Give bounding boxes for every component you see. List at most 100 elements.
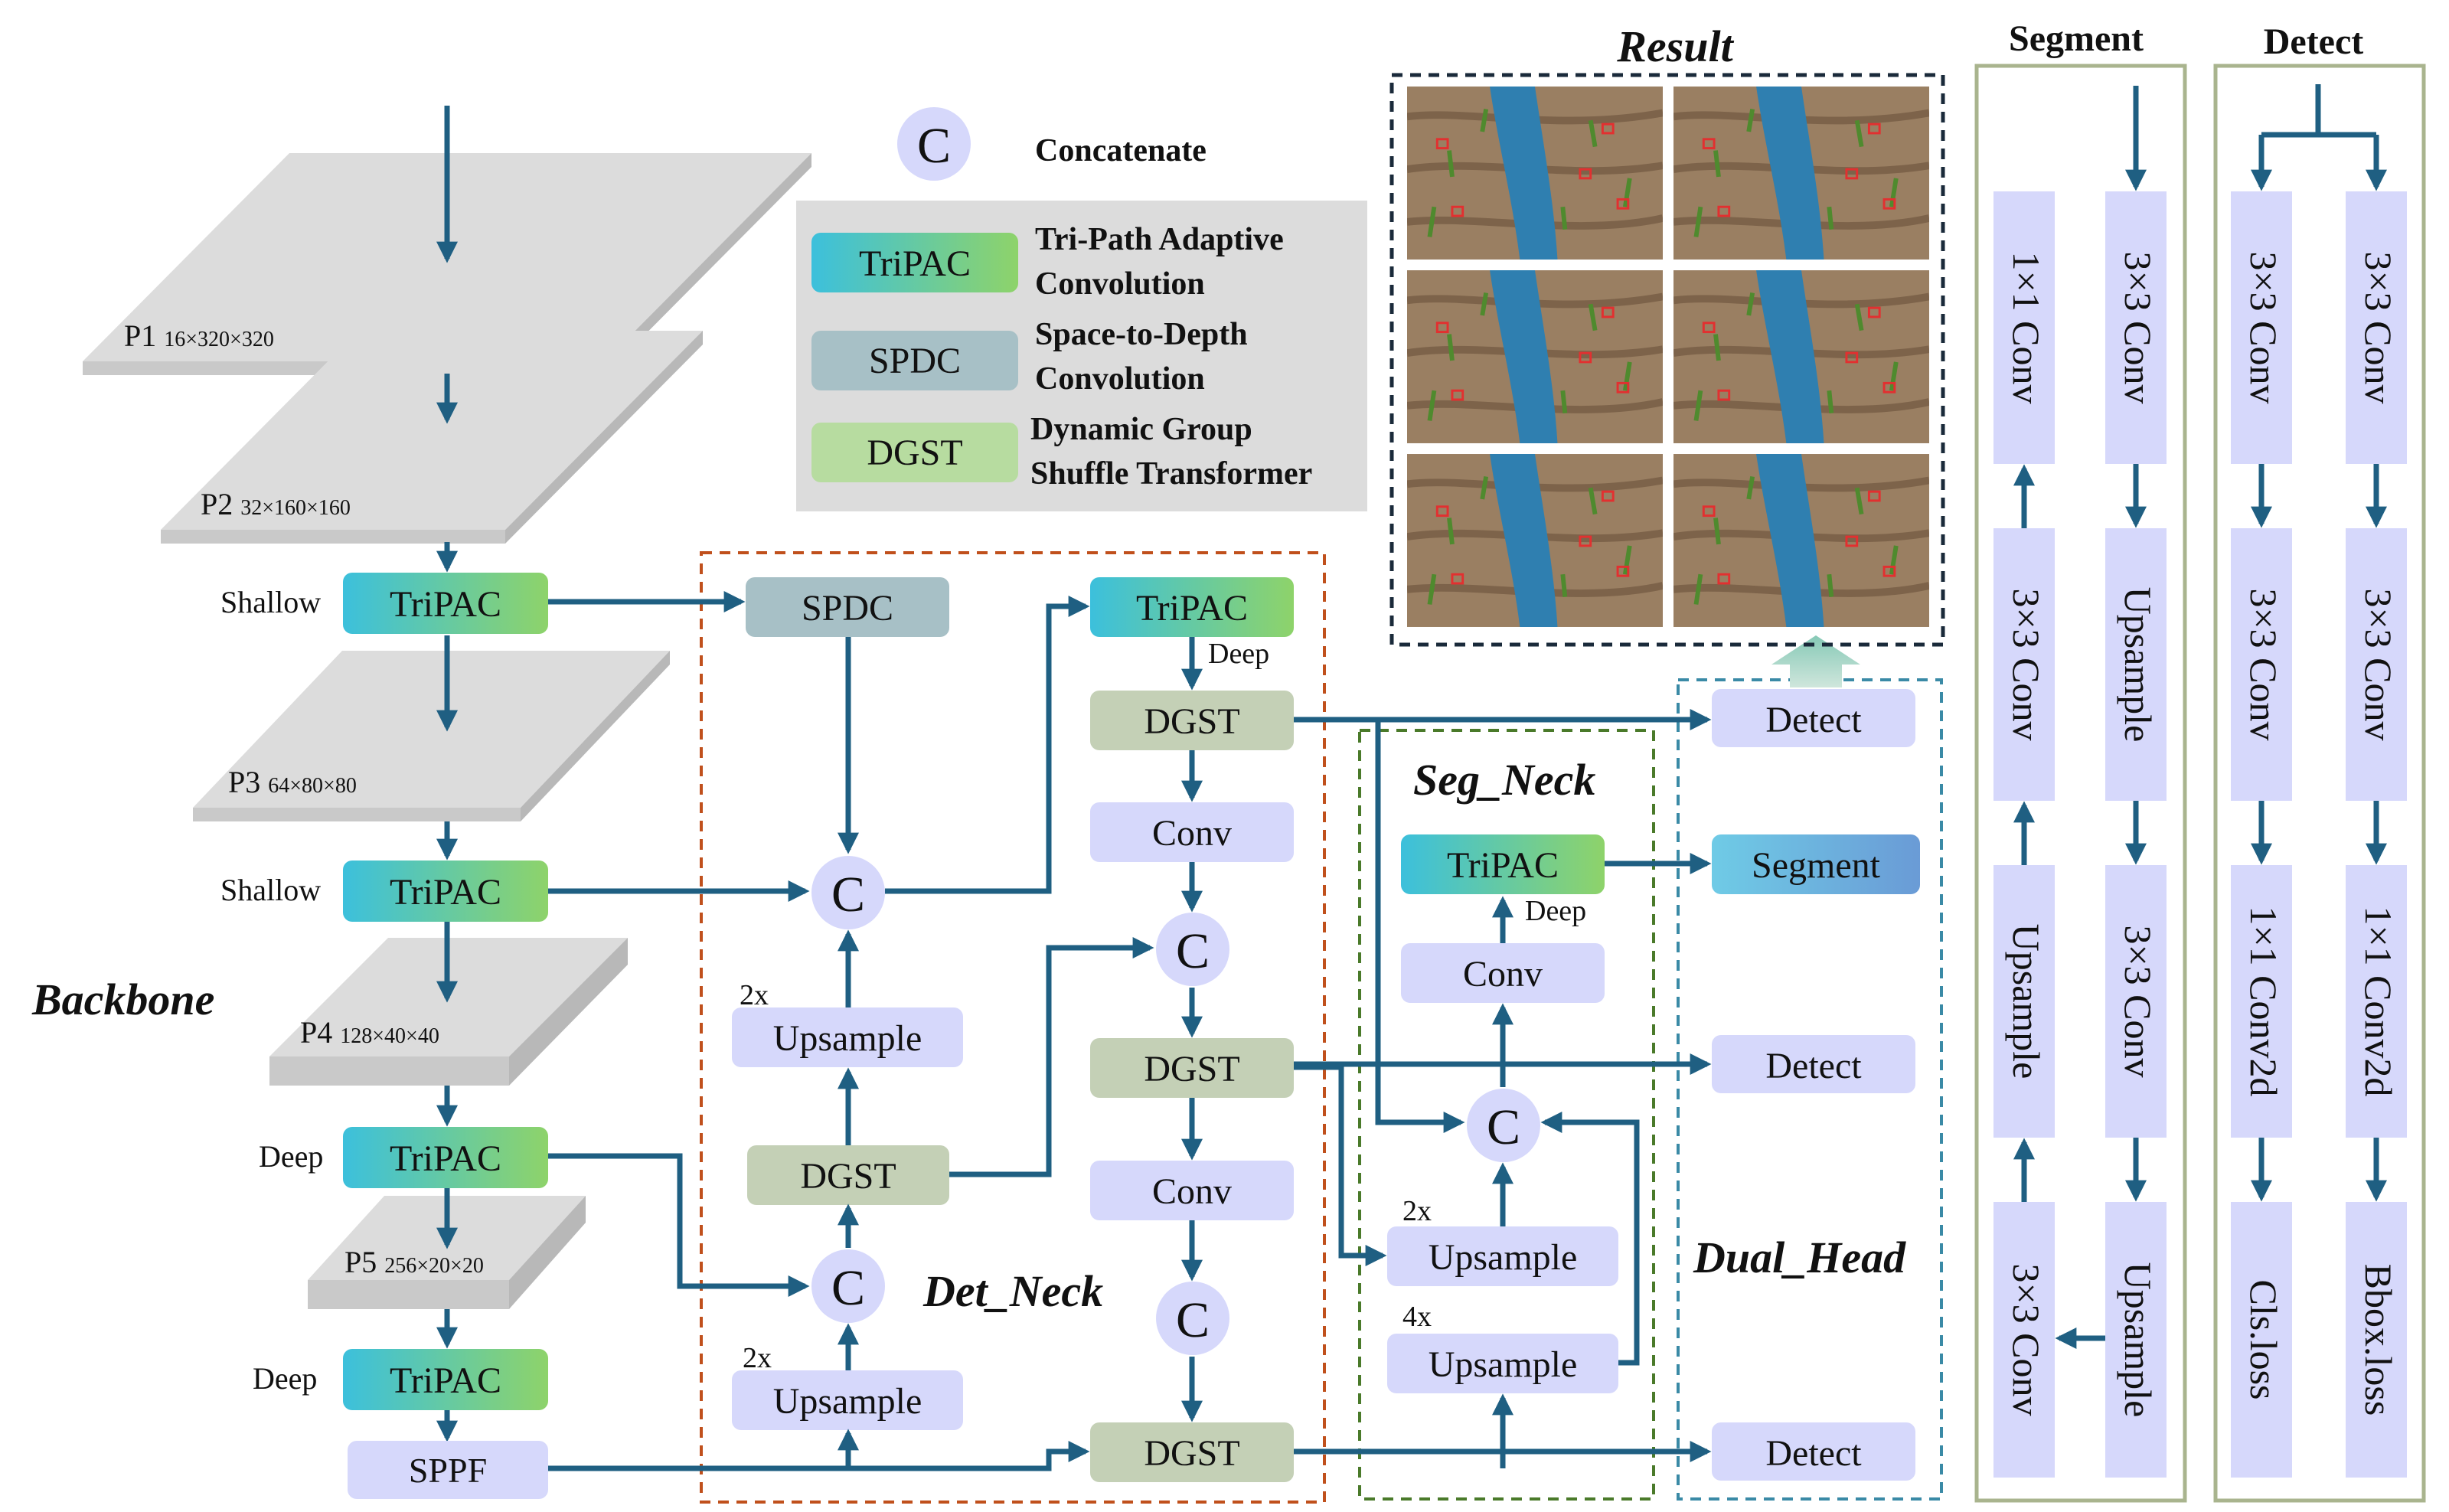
svg-text:C: C	[1487, 1099, 1520, 1155]
svg-text:Space-to-Depth: Space-to-Depth	[1035, 317, 1248, 352]
conv-block-2: Conv	[1090, 1161, 1294, 1220]
tripac-block-4: TriPAC	[343, 1349, 548, 1410]
backbone-level-labels: P1 16×320×320 P2 32×160×160 P3 64×80×80 …	[124, 318, 484, 1279]
upsample-block-2: Upsample	[732, 1370, 963, 1430]
result-image-4	[1673, 270, 1929, 443]
seg-upsample-2x: Upsample	[1387, 1226, 1618, 1286]
svg-text:Upsample: Upsample	[773, 1381, 922, 1422]
result-image-3	[1407, 270, 1663, 443]
result-image-6	[1673, 454, 1929, 627]
svg-text:DGST: DGST	[1144, 1433, 1239, 1474]
plane-p2	[161, 331, 703, 544]
dgst-block-2: DGST	[1090, 691, 1294, 750]
detect-panel-blocks: 3×3 Conv 3×3 Conv 1×1 Conv2d Cls.loss 3×…	[2231, 191, 2407, 1478]
seg-right-block-1: 3×3 Conv	[2105, 191, 2167, 464]
svg-text:3×3 Conv: 3×3 Conv	[2357, 251, 2400, 403]
svg-text:3×3 Conv: 3×3 Conv	[2005, 1263, 2048, 1416]
p3-label: P3 64×80×80	[228, 765, 357, 799]
svg-text:TriPAC: TriPAC	[859, 243, 971, 284]
detect-panel-frame	[2213, 64, 2426, 1503]
seg-deep-label: Deep	[1525, 895, 1586, 927]
svg-text:SPPF: SPPF	[409, 1451, 487, 1490]
svg-text:3×3 Conv: 3×3 Conv	[2357, 588, 2400, 740]
det-neck-blocks: SPDC C Upsample 2x DGST C Upsample 2x Tr…	[732, 577, 1294, 1482]
det-left-block-3: 1×1 Conv2d	[2231, 865, 2292, 1138]
svg-text:Upsample: Upsample	[1429, 1344, 1578, 1385]
scale-2x-label-1: 2x	[740, 979, 769, 1011]
svg-text:Upsample: Upsample	[2005, 924, 2048, 1079]
upsample-block-1: Upsample	[732, 1007, 963, 1067]
segment-panel-frame	[1974, 64, 2187, 1503]
det-right-block-4: Bbox.loss	[2346, 1202, 2407, 1478]
svg-text:DGST: DGST	[1144, 1049, 1239, 1089]
svg-text:C: C	[831, 867, 865, 923]
seg-left-block-4: 3×3 Conv	[1993, 1202, 2055, 1478]
segment-block: Segment	[1712, 834, 1920, 894]
seg-right-block-2: Upsample	[2105, 528, 2167, 801]
detect-block-3: Detect	[1712, 1422, 1915, 1481]
det-right-block-2: 3×3 Conv	[2346, 528, 2407, 801]
shallow-label-2: Shallow	[220, 873, 321, 907]
dual-head-title: Dual_Head	[1693, 1233, 1906, 1282]
dgst-block-3: DGST	[1090, 1038, 1294, 1098]
seg-right-block-4: Upsample	[2105, 1202, 2167, 1478]
svg-text:Detect: Detect	[1765, 1046, 1862, 1086]
svg-text:Upsample: Upsample	[2117, 1262, 2160, 1418]
seg-scale-2x: 2x	[1402, 1195, 1432, 1227]
svg-text:Convolution: Convolution	[1035, 361, 1205, 397]
svg-text:Conv: Conv	[1152, 1171, 1232, 1212]
tripac-block-2: TriPAC	[343, 861, 548, 922]
plane-p3	[193, 651, 670, 821]
scale-2x-label-2: 2x	[743, 1342, 772, 1374]
detect-panel-arrows	[2251, 84, 2387, 1202]
svg-text:Shuffle Transformer: Shuffle Transformer	[1030, 456, 1312, 491]
segment-panel-title: Segment	[2009, 18, 2144, 59]
svg-text:1×1 Conv2d: 1×1 Conv2d	[2357, 906, 2400, 1096]
concat-node-1: C	[811, 856, 885, 929]
seg-neck-blocks: TriPAC Deep Conv C Upsample 2x Upsample …	[1387, 834, 1618, 1393]
legend-concat-icon	[897, 107, 971, 181]
sppf-block: SPPF	[348, 1441, 548, 1499]
legend-tripac-swatch	[811, 233, 1018, 292]
svg-text:C: C	[1176, 923, 1210, 979]
result-title: Result	[1616, 21, 1734, 71]
detect-block-1: Detect	[1712, 689, 1915, 747]
seg-concat-node: C	[1467, 1089, 1540, 1162]
result-image-2	[1673, 87, 1929, 260]
svg-text:DGST: DGST	[867, 433, 962, 473]
seg-conv-block: Conv	[1401, 943, 1605, 1003]
det-deep-label: Deep	[1208, 638, 1269, 670]
concat-node-4: C	[1156, 1282, 1229, 1355]
tripac-block-1: TriPAC	[343, 573, 548, 634]
result-up-arrow	[1771, 635, 1860, 687]
spdc-block: SPDC	[746, 577, 949, 637]
svg-text:SPDC: SPDC	[802, 588, 893, 629]
svg-text:1×1 Conv2d: 1×1 Conv2d	[2242, 906, 2285, 1096]
legend-concat-label: Concatenate	[1035, 133, 1207, 168]
svg-text:TriPAC: TriPAC	[390, 1138, 501, 1179]
dual-head-arrows	[1294, 709, 1712, 1462]
concat-node-3: C	[1156, 913, 1229, 986]
svg-text:Segment: Segment	[1752, 845, 1881, 886]
seg-left-block-1: 1×1 Conv	[1993, 191, 2055, 464]
result-frame	[1389, 73, 1945, 647]
detect-panel-title: Detect	[2264, 21, 2364, 62]
backbone-title: Backbone	[31, 975, 214, 1024]
svg-text:DGST: DGST	[800, 1156, 896, 1197]
result-images	[1407, 87, 1929, 627]
svg-text:Upsample: Upsample	[773, 1018, 922, 1059]
svg-text:TriPAC: TriPAC	[1136, 588, 1248, 629]
svg-text:3×3 Conv: 3×3 Conv	[2117, 925, 2160, 1077]
seg-upsample-4x: Upsample	[1387, 1334, 1618, 1393]
svg-text:Conv: Conv	[1463, 954, 1543, 994]
seg-neck-frame	[1358, 729, 1655, 1501]
seg-tripac-block: TriPAC	[1401, 834, 1605, 894]
svg-text:Detect: Detect	[1765, 700, 1862, 740]
segment-panel-blocks: 1×1 Conv 3×3 Conv Upsample 3×3 Conv 3×3 …	[1993, 191, 2167, 1478]
seg-scale-4x: 4x	[1402, 1301, 1432, 1333]
svg-text:Dynamic Group: Dynamic Group	[1030, 412, 1252, 447]
legend: C Concatenate TriPAC Tri-Path Adaptive C…	[796, 107, 1367, 511]
svg-text:Tri-Path Adaptive: Tri-Path Adaptive	[1035, 222, 1284, 257]
svg-text:DGST: DGST	[1144, 701, 1239, 742]
